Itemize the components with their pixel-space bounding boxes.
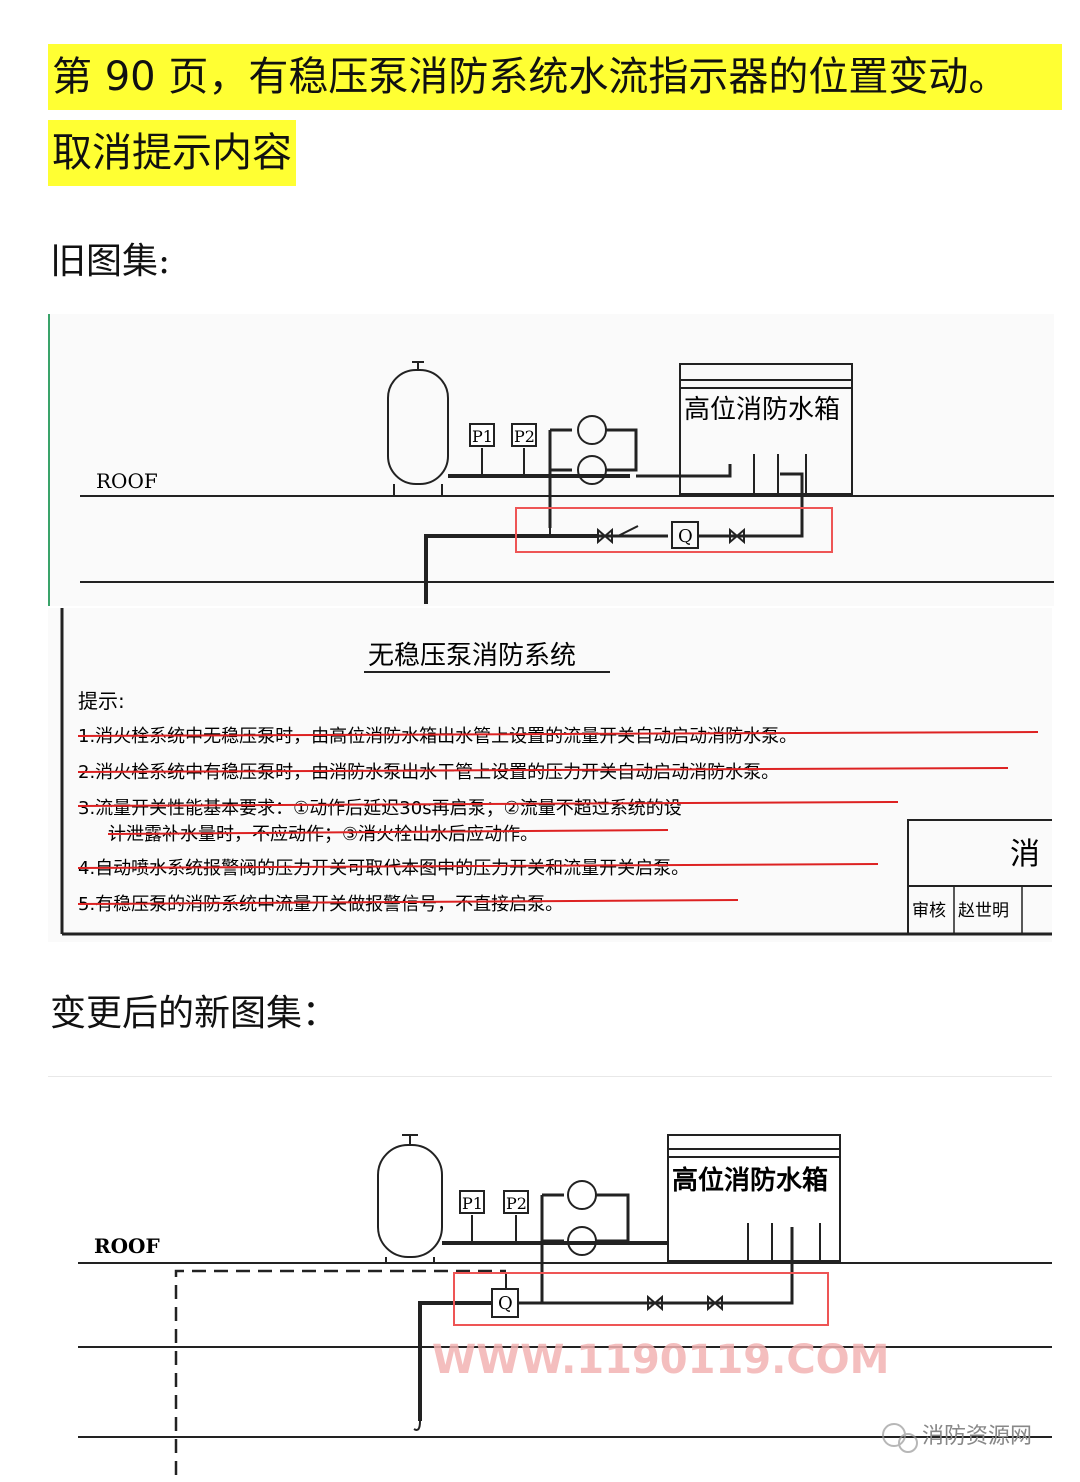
q-label: Q <box>678 526 693 547</box>
new-system-diagram: ROOF P1 P2 Q 高位消防水箱 WWW.1190119.COM 消防资源… <box>48 1076 1052 1475</box>
roof-label: ROOF <box>96 469 158 493</box>
tank-label: 高位消防水箱 <box>672 1165 828 1196</box>
watermark: WWW.1190119.COM <box>432 1337 889 1383</box>
note-item: 计泄露补水量时，不应动作；③消火栓出水后应动作。 <box>108 824 538 845</box>
pump-icon <box>577 415 607 445</box>
highlight-title-line-1: 第 90 页，有稳压泵消防系统水流指示器的位置变动。 <box>48 44 1062 110</box>
old-system-diagram: ROOF P1 P2 Q 高位消防水箱 <box>48 314 1054 606</box>
notes-heading: 提示: <box>78 689 125 713</box>
note-item: 2.消火栓系统中有稳压泵时，由消防水泵出水干管上设置的压力开关自动启动消防水泵。 <box>78 762 779 783</box>
note-item: 5.有稳压泵的消防系统中流量开关做报警信号，不直接启泵。 <box>78 894 563 915</box>
notes-title: 无稳压泵消防系统 <box>368 641 576 671</box>
highlight-box <box>453 1272 829 1326</box>
highlight-box <box>515 507 833 553</box>
highlight-title-line-2: 取消提示内容 <box>48 120 296 186</box>
tank-label: 高位消防水箱 <box>684 395 840 425</box>
high-level-tank <box>667 1134 841 1262</box>
p1-label: P1 <box>462 1194 483 1213</box>
old-atlas-label: 旧图集: <box>50 241 171 282</box>
note-item: 4.自动喷水系统报警阀的压力开关可取代本图中的压力开关和流量开关启泵。 <box>78 858 689 879</box>
wechat-icon <box>882 1423 918 1453</box>
roof-label: ROOF <box>94 1234 160 1258</box>
reviewer-name: 赵世明 <box>958 901 1009 921</box>
pressure-tank <box>387 369 449 485</box>
new-atlas-label: 变更后的新图集： <box>50 993 339 1034</box>
strikethrough-lines <box>77 731 1039 905</box>
pump-icon <box>577 455 607 485</box>
p1-label: P1 <box>472 427 493 446</box>
high-level-tank <box>679 363 853 495</box>
reviewer-label: 审核 <box>912 901 946 921</box>
pump-icon <box>567 1180 597 1210</box>
titleblock-name: 消 <box>1010 837 1040 872</box>
p2-label: P2 <box>514 427 535 446</box>
note-item: 3.流量开关性能基本要求：①动作后延迟30s再启泵；②流量不超过系统的设 <box>78 798 682 819</box>
p2-label: P2 <box>506 1194 527 1213</box>
old-notes-panel: 无稳压泵消防系统 提示: 1.消火栓系统中无稳压泵时，由高位消防水箱出水管上设置… <box>48 608 1052 942</box>
pressure-tank <box>377 1144 443 1258</box>
source-label: 消防资源网 <box>922 1424 1032 1449</box>
q-label: Q <box>498 1293 513 1314</box>
note-item: 1.消火栓系统中无稳压泵时，由高位消防水箱出水管上设置的流量开关自动启动消防水泵… <box>78 726 797 747</box>
